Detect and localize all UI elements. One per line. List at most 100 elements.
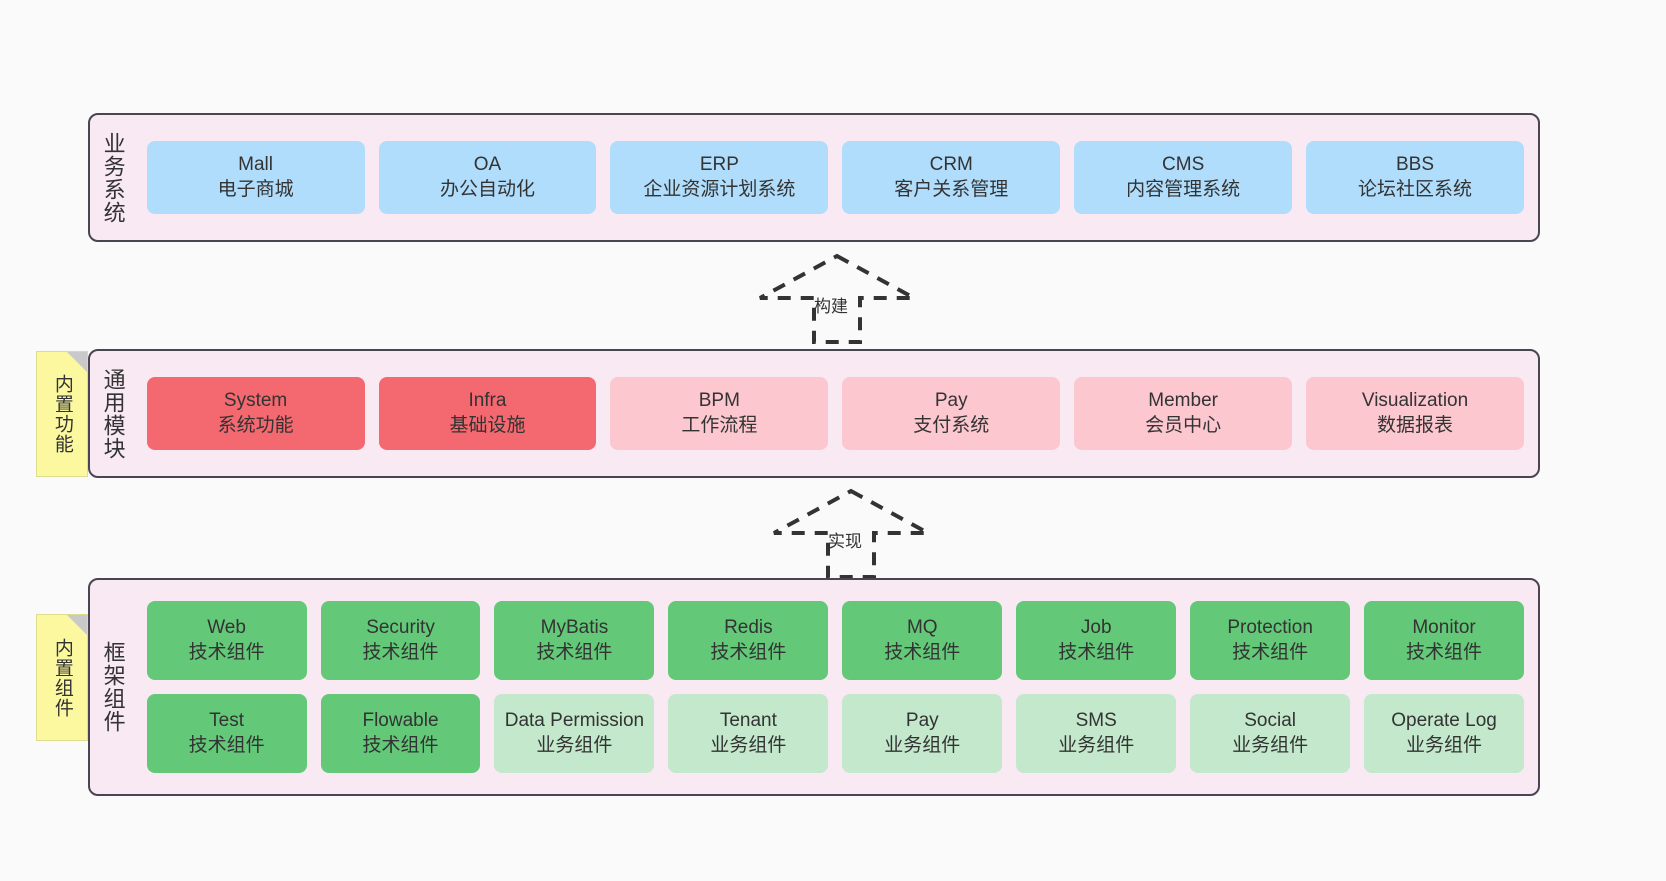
card-title: Pay (934, 390, 968, 412)
card-title: Tenant (719, 710, 777, 732)
card-subtitle: 客户关系管理 (894, 178, 1009, 200)
fold-corner-icon (67, 352, 87, 372)
card-subtitle: 基础设施 (449, 414, 526, 436)
card-title: System (223, 390, 288, 412)
layer-common-title: 通用模块 (100, 367, 126, 460)
common-card-row: System 系统功能 Infra 基础设施 BPM 工作流程 Pay 支付系统… (146, 377, 1524, 450)
card-erp[interactable]: ERP 企业资源计划系统 (610, 141, 829, 214)
card-protection[interactable]: Protection 技术组件 (1190, 601, 1351, 680)
card-title: MQ (906, 617, 938, 639)
arrow-implement-label: 实现 (828, 532, 862, 551)
card-title: CMS (1162, 154, 1205, 176)
card-oa[interactable]: OA 办公自动化 (378, 141, 597, 214)
card-title: BPM (698, 390, 740, 412)
card-title: Redis (724, 617, 773, 639)
card-subtitle: 企业资源计划系统 (643, 178, 796, 200)
card-subtitle: 系统功能 (217, 414, 294, 436)
card-subtitle: 论坛社区系统 (1358, 178, 1473, 200)
fold-corner-icon (67, 615, 87, 635)
arrow-build: 构建 (752, 252, 922, 344)
card-mq[interactable]: MQ 技术组件 (842, 601, 1003, 680)
card-member[interactable]: Member 会员中心 (1074, 377, 1293, 450)
card-subtitle: 技术组件 (362, 641, 439, 663)
card-title: Infra (468, 390, 507, 412)
card-title: Social (1244, 710, 1296, 732)
card-subtitle: 会员中心 (1145, 414, 1222, 436)
card-title: Visualization (1361, 390, 1469, 412)
layer-business-body: Mall 电子商城 OA 办公自动化 ERP 企业资源计划系统 CRM 客户关系… (133, 115, 1538, 240)
business-card-row: Mall 电子商城 OA 办公自动化 ERP 企业资源计划系统 CRM 客户关系… (146, 141, 1524, 214)
card-social[interactable]: Social 业务组件 (1190, 694, 1351, 773)
card-subtitle: 内容管理系统 (1126, 178, 1241, 200)
framework-card-row-technical: Web 技术组件 Security 技术组件 MyBatis 技术组件 Redi… (146, 601, 1524, 680)
card-bbs[interactable]: BBS 论坛社区系统 (1306, 141, 1524, 214)
framework-card-row-business: Test 技术组件 Flowable 技术组件 Data Permission … (146, 694, 1524, 773)
card-operate-log[interactable]: Operate Log 业务组件 (1364, 694, 1524, 773)
card-title: Protection (1227, 617, 1313, 639)
card-subtitle: 业务组件 (710, 734, 787, 756)
card-monitor[interactable]: Monitor 技术组件 (1364, 601, 1524, 680)
arrow-build-icon (759, 253, 915, 344)
layer-framework-body: Web 技术组件 Security 技术组件 MyBatis 技术组件 Redi… (133, 580, 1538, 794)
card-sms[interactable]: SMS 业务组件 (1016, 694, 1177, 773)
card-flowable[interactable]: Flowable 技术组件 (320, 694, 481, 773)
card-crm[interactable]: CRM 客户关系管理 (842, 141, 1061, 214)
card-tenant[interactable]: Tenant 业务组件 (668, 694, 829, 773)
card-job[interactable]: Job 技术组件 (1016, 601, 1177, 680)
card-subtitle: 工作流程 (681, 414, 758, 436)
card-bpm[interactable]: BPM 工作流程 (610, 377, 829, 450)
card-title: Operate Log (1391, 710, 1497, 732)
layer-common-modules: 通用模块 System 系统功能 Infra 基础设施 BPM 工作流程 Pay… (88, 349, 1540, 478)
card-title: Data Permission (504, 710, 645, 732)
card-title: MyBatis (540, 617, 609, 639)
arrow-build-label: 构建 (814, 297, 848, 316)
card-data-permission[interactable]: Data Permission 业务组件 (494, 694, 655, 773)
card-title: Web (207, 617, 246, 639)
card-test[interactable]: Test 技术组件 (146, 694, 307, 773)
card-title: OA (473, 154, 502, 176)
card-title: Security (366, 617, 435, 639)
layer-business-systems: 业务系统 Mall 电子商城 OA 办公自动化 ERP 企业资源计划系统 CRM… (88, 113, 1540, 242)
card-web[interactable]: Web 技术组件 (146, 601, 307, 680)
card-title: Member (1148, 390, 1218, 412)
layer-business-title: 业务系统 (100, 131, 126, 224)
card-title: Test (209, 710, 245, 732)
card-infra[interactable]: Infra 基础设施 (378, 377, 597, 450)
card-cms[interactable]: CMS 内容管理系统 (1074, 141, 1293, 214)
card-subtitle: 数据报表 (1377, 414, 1454, 436)
card-title: ERP (699, 154, 739, 176)
card-subtitle: 业务组件 (1406, 734, 1483, 756)
card-pay-business[interactable]: Pay 业务组件 (842, 694, 1003, 773)
card-subtitle: 技术组件 (188, 734, 265, 756)
sticky-note-builtin-features: 内置功能 (36, 351, 88, 477)
card-pay[interactable]: Pay 支付系统 (842, 377, 1061, 450)
card-subtitle: 业务组件 (1232, 734, 1309, 756)
sticky-label: 内置组件 (51, 637, 73, 718)
card-title: Job (1080, 617, 1112, 639)
card-visualization[interactable]: Visualization 数据报表 (1306, 377, 1524, 450)
card-title: Monitor (1412, 617, 1476, 639)
sticky-label: 内置功能 (51, 374, 73, 454)
card-subtitle: 技术组件 (1406, 641, 1483, 663)
card-redis[interactable]: Redis 技术组件 (668, 601, 829, 680)
card-subtitle: 业务组件 (536, 734, 613, 756)
sticky-note-builtin-components: 内置组件 (36, 614, 88, 741)
layer-framework-title: 框架组件 (100, 641, 126, 733)
layer-framework-components: 框架组件 Web 技术组件 Security 技术组件 MyBatis 技术组件… (88, 578, 1540, 796)
card-title: CRM (929, 154, 973, 176)
card-system[interactable]: System 系统功能 (146, 377, 365, 450)
card-title: Mall (238, 154, 273, 176)
card-subtitle: 技术组件 (536, 641, 613, 663)
card-subtitle: 支付系统 (913, 414, 990, 436)
card-subtitle: 业务组件 (884, 734, 961, 756)
layer-common-body: System 系统功能 Infra 基础设施 BPM 工作流程 Pay 支付系统… (133, 351, 1538, 476)
card-subtitle: 技术组件 (710, 641, 787, 663)
card-subtitle: 办公自动化 (439, 178, 535, 200)
card-title: Pay (905, 710, 939, 732)
arrow-implement-icon (773, 488, 929, 579)
card-mall[interactable]: Mall 电子商城 (146, 141, 365, 214)
card-security[interactable]: Security 技术组件 (320, 601, 481, 680)
card-mybatis[interactable]: MyBatis 技术组件 (494, 601, 655, 680)
card-subtitle: 技术组件 (884, 641, 961, 663)
